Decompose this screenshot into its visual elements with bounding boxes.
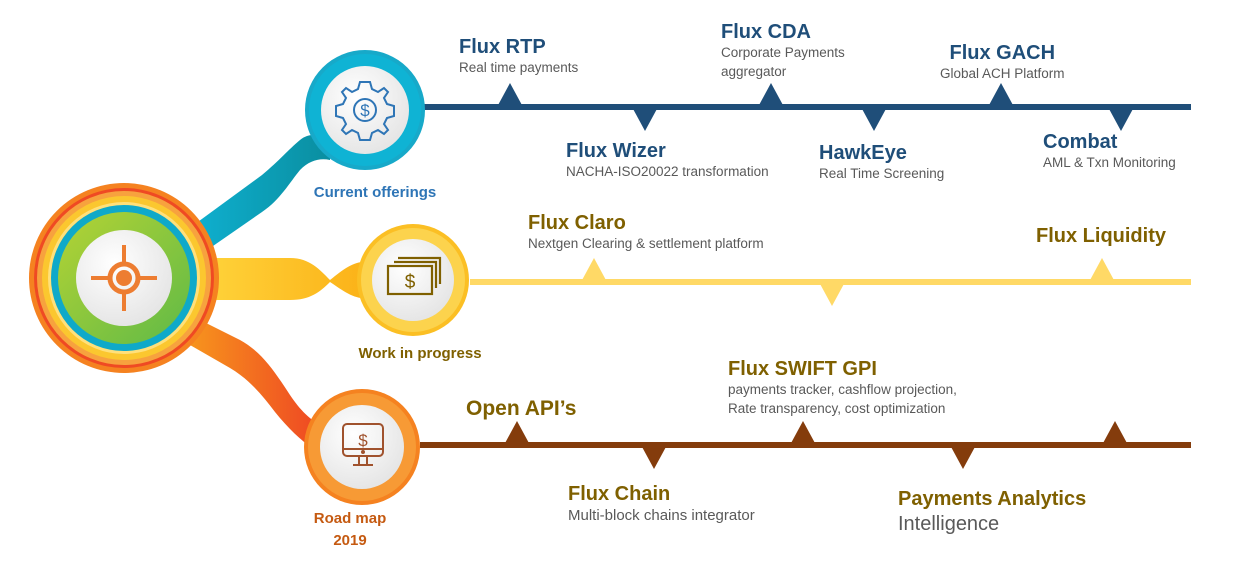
timeline-marker <box>758 83 784 107</box>
gear-dollar-icon <box>335 81 395 141</box>
ribbon-roadmap <box>190 320 325 450</box>
item-hawkeye[interactable]: HawkEye Real Time Screening <box>819 142 944 183</box>
group-label-current: Current offerings <box>313 184 437 201</box>
timeline-marker <box>497 83 523 107</box>
item-desc: Multi-block chains integrator <box>568 507 755 524</box>
timeline-marker <box>819 282 845 306</box>
item-title: Flux Chain <box>568 483 671 505</box>
item-title: Flux GACH <box>949 42 1056 64</box>
node-wip[interactable]: $ <box>357 224 469 336</box>
ribbon-wip <box>200 258 370 300</box>
node-roadmap[interactable]: $ <box>304 389 420 505</box>
item-desc: AML & Txn Monitoring <box>1043 155 1176 170</box>
item-open-apis[interactable]: Open API’s <box>466 398 576 420</box>
group-label-roadmap-line1: Road map <box>313 510 387 527</box>
item-desc: NACHA-ISO20022 transformation <box>566 164 769 179</box>
item-desc: Global ACH Platform <box>940 66 1065 81</box>
item-title: Flux Wizer <box>566 140 666 162</box>
item-flux-rtp[interactable]: Flux RTP Real time payments <box>459 36 578 77</box>
money-bills-icon <box>386 256 442 296</box>
item-title: Flux SWIFT GPI <box>728 358 877 380</box>
group-label-roadmap: Road map 2019 <box>290 508 410 552</box>
monitor-dollar-icon <box>342 423 384 466</box>
item-flux-gach[interactable]: Flux GACH Global ACH Platform <box>940 42 1065 83</box>
item-desc: Real Time Screening <box>819 166 945 181</box>
ribbon-current <box>180 135 330 255</box>
group-label-roadmap-year: 2019 <box>333 532 367 549</box>
dollar-glyph: $ <box>358 431 368 450</box>
item-flux-cda[interactable]: Flux CDA Corporate Payments aggregator <box>721 21 845 81</box>
item-title: Flux RTP <box>459 36 546 58</box>
item-desc: Nextgen Clearing & settlement platform <box>528 236 764 251</box>
item-desc: Rate transparency, cost optimization <box>728 401 946 416</box>
timeline-marker <box>632 107 658 131</box>
timeline-marker <box>988 83 1014 107</box>
node-current[interactable]: $ <box>305 50 425 170</box>
hub <box>29 183 219 373</box>
item-flux-claro[interactable]: Flux Claro Nextgen Clearing & settlement… <box>528 212 764 253</box>
timeline-marker <box>1108 107 1134 131</box>
item-desc: Intelligence <box>898 513 1000 535</box>
item-title: HawkEye <box>819 142 907 164</box>
group-label-wip: Work in progress <box>358 345 482 362</box>
item-desc: payments tracker, cashflow projection, <box>728 382 957 397</box>
timeline-marker <box>1089 258 1115 282</box>
item-flux-wizer[interactable]: Flux Wizer NACHA-ISO20022 transformation <box>566 140 769 181</box>
item-desc: Corporate Payments <box>721 45 845 60</box>
item-title: Flux CDA <box>721 21 811 43</box>
timeline-marker <box>641 445 667 469</box>
dollar-glyph: $ <box>360 101 370 120</box>
item-combat[interactable]: Combat AML & Txn Monitoring <box>1043 131 1176 172</box>
item-flux-chain[interactable]: Flux Chain Multi-block chains integrator <box>568 483 755 527</box>
item-desc: aggregator <box>721 64 787 79</box>
item-title: Flux Claro <box>528 212 626 234</box>
timeline-marker <box>790 421 816 445</box>
item-flux-swift-gpi[interactable]: Flux SWIFT GPI payments tracker, cashflo… <box>728 358 957 418</box>
item-flux-liquidity[interactable]: Flux Liquidity <box>1036 225 1166 247</box>
timeline-marker <box>1102 421 1128 445</box>
timeline-marker <box>581 258 607 282</box>
item-payments-analytics[interactable]: Payments Analytics Intelligence <box>898 488 1086 538</box>
target-crosshair-icon <box>91 245 157 311</box>
timeline-marker <box>504 421 530 445</box>
item-title: Combat <box>1043 131 1118 153</box>
item-title: Open API’s <box>466 397 577 420</box>
timeline-marker <box>950 445 976 469</box>
item-title: Flux Liquidity <box>1036 225 1166 247</box>
item-title: Payments Analytics <box>898 488 1087 510</box>
timeline-marker <box>861 107 887 131</box>
item-desc: Real time payments <box>459 60 579 75</box>
dollar-glyph: $ <box>405 272 416 293</box>
